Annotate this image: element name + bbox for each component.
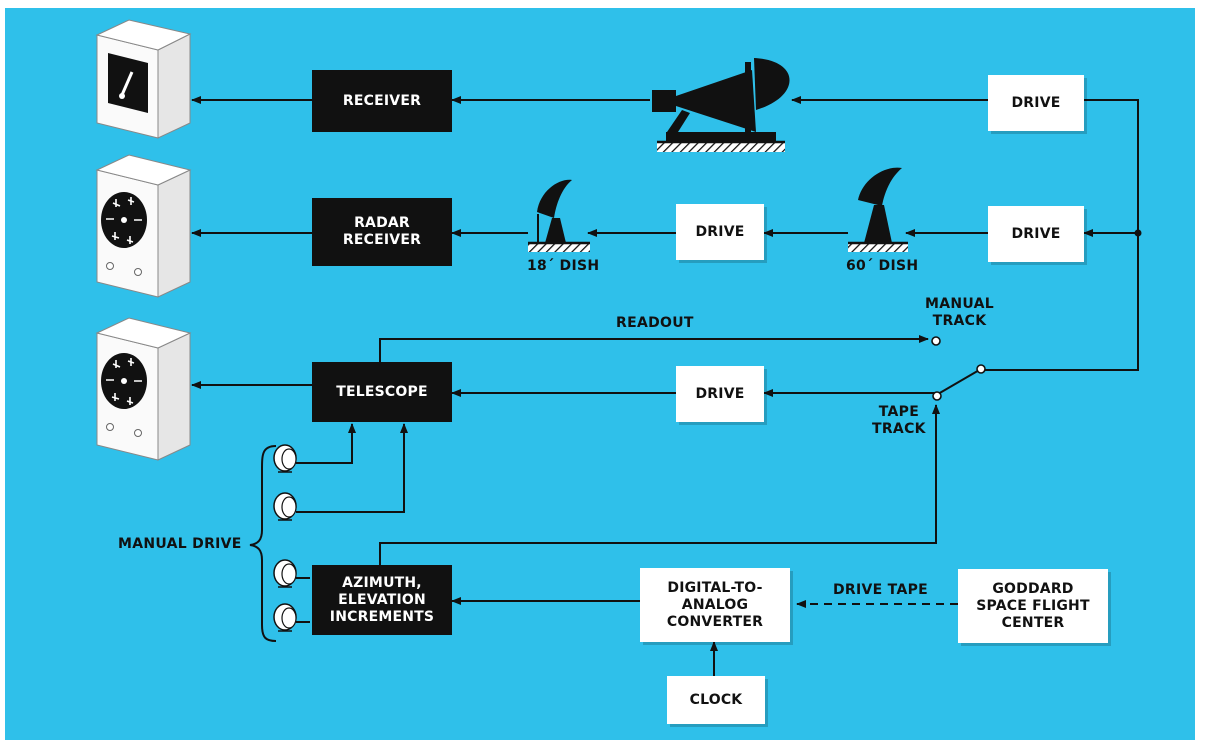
switch-arm [937, 368, 982, 395]
dish-60-label: 60´ DISH [846, 258, 919, 274]
manual-drive-label: MANUAL DRIVE [118, 536, 242, 552]
radar-receiver-block: RADAR RECEIVER [312, 198, 452, 266]
azimuth-elevation-block: AZIMUTH, ELEVATION INCREMENTS [312, 565, 452, 635]
readout-line [379, 335, 929, 362]
telescope-block: TELESCOPE [312, 362, 452, 422]
drive-block: DRIVE [676, 204, 764, 260]
knob-icon [273, 559, 297, 588]
horn-antenna-icon [652, 58, 790, 152]
dish-antenna-icon [528, 179, 590, 252]
brace [249, 445, 277, 642]
knob-icon [273, 444, 297, 473]
digital-to-analog-converter-block: DIGITAL-TO- ANALOG CONVERTER [640, 568, 790, 642]
meter-display-icon [95, 19, 192, 139]
switch-terminal [976, 364, 986, 374]
scope-display-icon [95, 317, 192, 461]
dish-antenna-icon [848, 167, 908, 252]
clock-block: CLOCK [667, 676, 765, 724]
receiver-block: RECEIVER [312, 70, 452, 132]
knob-icon [273, 603, 297, 632]
readout-label: READOUT [616, 315, 694, 331]
manual-track-terminal [931, 336, 941, 346]
goddard-block: GODDARD SPACE FLIGHT CENTER [958, 569, 1108, 643]
knob-icon [273, 492, 297, 521]
bus-junction [1134, 229, 1142, 237]
dish-18-label: 18´ DISH [527, 258, 600, 274]
drive-block: DRIVE [988, 206, 1084, 262]
tape-track-terminal [932, 391, 942, 401]
knob-2-line [296, 423, 408, 513]
tape-track-label: TAPE TRACK [872, 404, 926, 437]
manual-track-label: MANUAL TRACK [925, 296, 994, 329]
knob-1-line [296, 423, 356, 464]
azel-to-tape-track-line [379, 404, 940, 565]
drive-block: DRIVE [676, 366, 764, 422]
drive-block: DRIVE [988, 75, 1084, 131]
drive-tape-label: DRIVE TAPE [833, 582, 929, 598]
radar-scope-icon [95, 154, 192, 298]
